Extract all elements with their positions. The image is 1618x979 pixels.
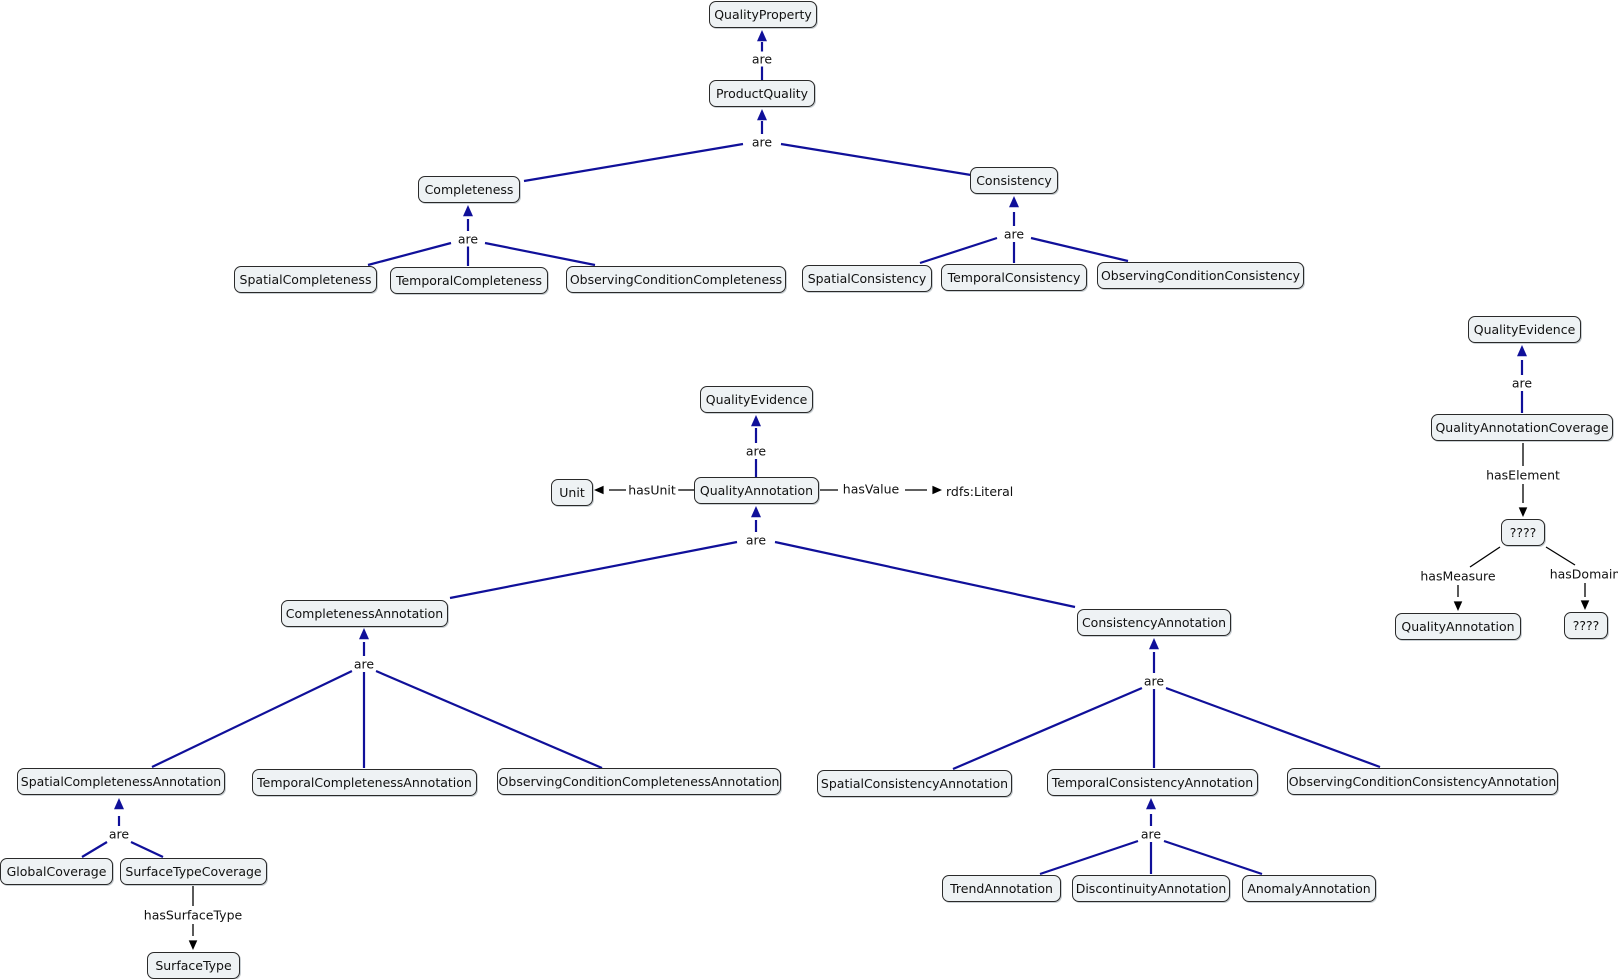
label-are-consistency: are	[1001, 226, 1027, 242]
node-quality-annotation-coverage[interactable]: QualityAnnotationCoverage	[1431, 414, 1613, 441]
edge-segment-29	[1165, 686, 1381, 769]
node-consistency[interactable]: Consistency	[970, 167, 1058, 194]
edge-segment-21	[774, 540, 1076, 609]
label-are-quality-annotation: are	[743, 532, 769, 548]
node-temporal-consistency-annotation[interactable]: TemporalConsistencyAnnotation	[1047, 769, 1258, 796]
node-temporal-completeness-annotation[interactable]: TemporalCompletenessAnnotation	[252, 769, 477, 796]
node-completeness-annotation[interactable]: CompletenessAnnotation	[281, 600, 448, 627]
edge-segment-3	[523, 142, 744, 183]
label-has-element: hasElement	[1484, 467, 1562, 483]
node-temporal-completeness[interactable]: TemporalCompleteness	[390, 267, 548, 294]
edge-segment-23	[151, 670, 353, 768]
node-quality-annotation[interactable]: QualityAnnotation	[694, 477, 819, 504]
node-quality-evidence[interactable]: QualityEvidence	[700, 386, 813, 413]
edge-segment-10	[919, 236, 998, 265]
label-are-product-quality: are	[749, 134, 775, 150]
label-has-value: hasValue	[840, 481, 902, 497]
node-quality-property[interactable]: QualityProperty	[709, 1, 817, 28]
node-unknown-element[interactable]: ????	[1501, 519, 1545, 546]
edge-segment-8	[484, 241, 596, 267]
node-observing-condition-consistency-annotation[interactable]: ObservingConditionConsistencyAnnotation	[1287, 768, 1558, 795]
label-are-completeness-annotation: are	[351, 656, 377, 672]
node-anomaly-annotation[interactable]: AnomalyAnnotation	[1242, 875, 1376, 902]
edge-segment-12	[1030, 236, 1129, 263]
arrow-to-rdfs-literal	[932, 485, 942, 495]
edge-segment-32	[130, 841, 164, 858]
arrow-to-unknown-element	[1518, 507, 1528, 517]
node-rdfs-literal[interactable]: rdfs:Literal	[946, 484, 1014, 499]
node-trend-annotation[interactable]: TrendAnnotation	[942, 875, 1061, 902]
arrow-to-quality-evidence	[751, 415, 761, 427]
label-are-qac-qe: are	[1509, 375, 1535, 391]
label-has-surface-type: hasSurfaceType	[141, 907, 245, 923]
arrow-to-consistency	[1009, 196, 1019, 208]
node-temporal-consistency[interactable]: TemporalConsistency	[941, 264, 1087, 291]
node-surface-type[interactable]: SurfaceType	[147, 952, 240, 979]
arrow-to-temporal-consistency-annotation	[1146, 798, 1156, 810]
node-completeness[interactable]: Completeness	[418, 176, 520, 203]
edge-segment-45	[1545, 546, 1576, 566]
node-quality-evidence-right[interactable]: QualityEvidence	[1468, 316, 1581, 343]
label-has-domain: hasDomain	[1547, 566, 1618, 582]
label-are-completeness: are	[455, 231, 481, 247]
node-spatial-consistency-annotation[interactable]: SpatialConsistencyAnnotation	[817, 770, 1012, 797]
edge-segment-6	[367, 241, 452, 267]
edge-segment-36	[1039, 839, 1139, 876]
edge-segment-25	[375, 669, 603, 770]
edge-segment-4	[780, 142, 972, 177]
arrow-to-completeness	[463, 205, 473, 217]
label-are-consistency-annotation: are	[1141, 673, 1167, 689]
node-surface-type-coverage[interactable]: SurfaceTypeCoverage	[120, 858, 267, 885]
edge-segment-31	[81, 841, 108, 858]
edge-segment-20	[449, 540, 738, 600]
node-spatial-completeness-annotation[interactable]: SpatialCompletenessAnnotation	[17, 768, 225, 795]
arrow-to-surface-type	[188, 940, 198, 950]
label-has-measure: hasMeasure	[1418, 568, 1498, 584]
arrow-to-quality-annotation-right	[1453, 601, 1463, 611]
node-observing-condition-completeness[interactable]: ObservingConditionCompleteness	[566, 266, 786, 293]
edge-segment-27	[952, 686, 1143, 771]
node-observing-condition-completeness-annotation[interactable]: ObservingConditionCompletenessAnnotation	[497, 768, 781, 795]
node-spatial-consistency[interactable]: SpatialConsistency	[802, 265, 932, 292]
arrow-to-spatial-completeness-annotation	[114, 798, 124, 810]
label-are-spatial-completeness-annotation: are	[106, 826, 132, 842]
node-consistency-annotation[interactable]: ConsistencyAnnotation	[1077, 609, 1231, 636]
node-unit[interactable]: Unit	[551, 479, 593, 506]
edge-segment-43	[1469, 546, 1501, 568]
node-global-coverage[interactable]: GlobalCoverage	[0, 858, 113, 885]
node-product-quality[interactable]: ProductQuality	[709, 80, 815, 107]
node-observing-condition-consistency[interactable]: ObservingConditionConsistency	[1097, 262, 1304, 289]
label-are-temporal-consistency-annotation: are	[1138, 826, 1164, 842]
arrow-to-quality-annotation	[751, 506, 761, 518]
label-are-pq-qp: are	[749, 51, 775, 67]
arrow-to-product-quality	[757, 109, 767, 121]
arrow-to-quality-evidence-right	[1517, 345, 1527, 357]
label-has-unit: hasUnit	[626, 482, 678, 498]
node-unknown-domain[interactable]: ????	[1564, 612, 1608, 639]
arrow-to-unit	[594, 485, 604, 495]
arrow-to-unknown-domain	[1580, 600, 1590, 610]
arrow-to-completeness-annotation	[359, 628, 369, 640]
arrow-to-quality-property	[757, 30, 767, 42]
edge-segment-38	[1163, 839, 1263, 876]
arrow-to-consistency-annotation	[1149, 638, 1159, 650]
node-discontinuity-annotation[interactable]: DiscontinuityAnnotation	[1072, 875, 1230, 902]
node-spatial-completeness[interactable]: SpatialCompleteness	[234, 266, 377, 293]
label-are-qa-qe: are	[743, 443, 769, 459]
node-quality-annotation-right[interactable]: QualityAnnotation	[1395, 613, 1521, 640]
